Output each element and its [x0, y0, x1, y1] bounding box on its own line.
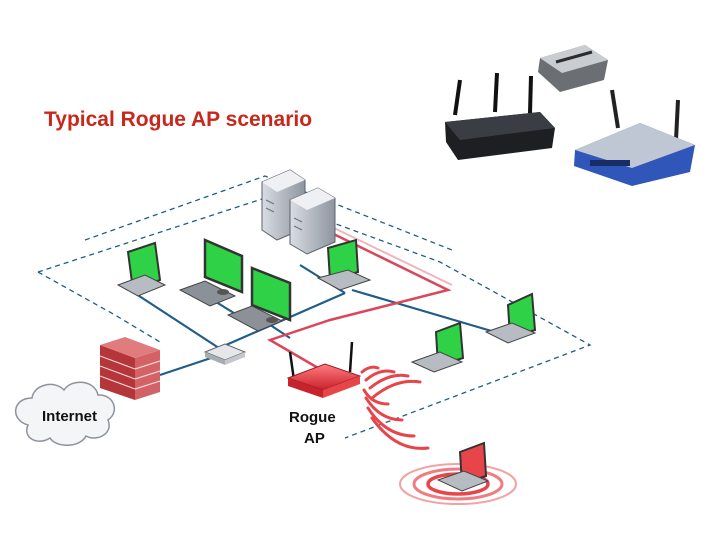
dlink-adapter-photo: [538, 45, 608, 92]
switch-icon: [203, 343, 247, 365]
desktop-icon: [178, 238, 244, 307]
blue-router-photo: [574, 89, 695, 186]
lan-boundary-dashed: [37, 175, 592, 439]
internet-label: Internet: [42, 408, 97, 425]
laptop-icon: [410, 321, 465, 373]
rogue-ap-label-line2: AP: [304, 430, 325, 447]
server-icon: [261, 169, 336, 255]
desktop-icon: [226, 266, 292, 332]
rogue-client-laptop-icon: [436, 441, 490, 492]
laptop-icon: [484, 292, 537, 344]
firewall-icon: [99, 337, 161, 400]
cloud-icon: Internet: [15, 381, 116, 446]
laptop-icon: [116, 241, 167, 297]
laptop-icon: [316, 238, 372, 291]
slide-title: Typical Rogue AP scenario: [44, 108, 313, 131]
router-icon: [286, 341, 362, 398]
black-router-photo: [445, 72, 555, 160]
wifi-waves-icon: [360, 365, 430, 450]
rogue-ap-label-line1: Rogue: [289, 409, 336, 426]
